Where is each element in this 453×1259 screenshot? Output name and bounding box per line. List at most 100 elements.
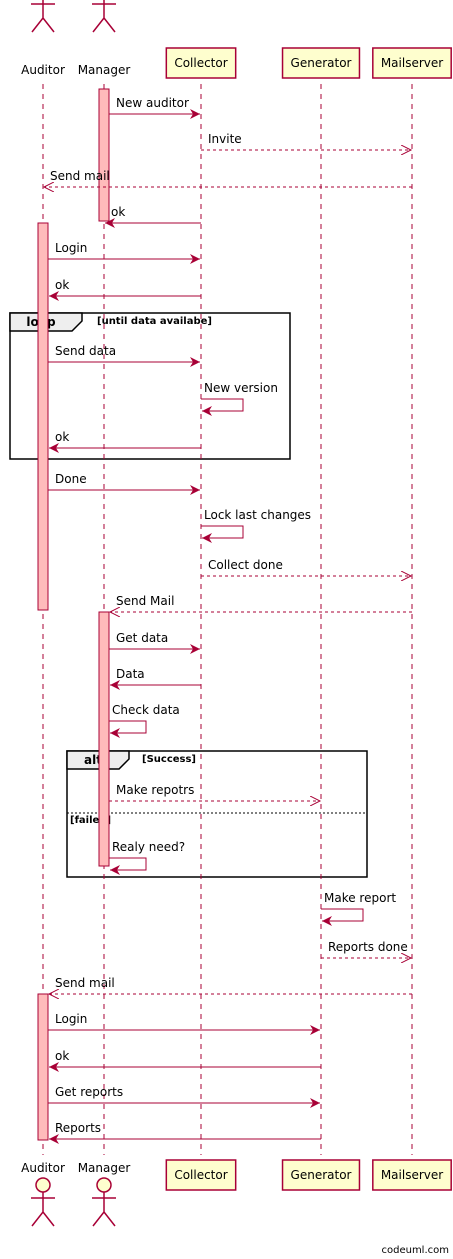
self-message-arrow [201, 525, 244, 543]
message-10: Done [48, 472, 200, 495]
message-label: Send data [55, 344, 116, 358]
actor-body [31, 1192, 55, 1227]
site-credit: codeuml.com [381, 1245, 449, 1256]
actor-head [96, 1177, 112, 1193]
message-label: Send mail [50, 169, 110, 183]
participant-box [372, 1159, 452, 1191]
activation-bar-auditor [37, 222, 49, 611]
actor-head [35, 1177, 51, 1193]
fragment-condition: [until data availabe] [97, 316, 212, 327]
actor-body [92, 1192, 116, 1227]
message-25: Reports [49, 1121, 321, 1144]
participant-label: Auditor [21, 1161, 65, 1175]
fragment-loop: loop[until data availabe] [9, 312, 291, 460]
participant-mailserver-top: Mailserver [372, 47, 452, 79]
message-3: Send mail [44, 169, 412, 187]
message-label: New version [204, 381, 278, 395]
message-2: Invite [201, 132, 411, 150]
message-19: Make report [321, 891, 396, 926]
message-8: New version [201, 381, 278, 416]
message-label: Get data [116, 631, 168, 645]
self-message-arrow [321, 908, 364, 926]
message-11: Lock last changes [201, 508, 311, 543]
participant-label: Generator [291, 1168, 352, 1182]
participant-collector-bottom: Collector [165, 1159, 237, 1191]
fragment-alt: alt [Success] [failed] [66, 750, 368, 878]
else-condition: [failed] [70, 815, 111, 826]
message-1: New auditor [109, 96, 200, 119]
message-label: Make report [324, 891, 396, 905]
participant-box [372, 47, 452, 79]
message-23: ok [49, 1049, 321, 1072]
participant-label: Collector [174, 1168, 227, 1182]
message-9: ok [49, 430, 201, 453]
activation-bar-manager [98, 611, 110, 867]
message-label: Collect done [208, 558, 283, 572]
message-17: Make repotrs [109, 783, 320, 801]
message-18: Realy need? [109, 840, 185, 875]
participant-label: Manager [78, 1161, 131, 1175]
actor-body [31, 0, 55, 33]
fragment-frame [9, 312, 291, 460]
participant-label: Collector [174, 56, 227, 70]
message-label: ok [55, 278, 69, 292]
participant-collector-top: Collector [165, 47, 237, 79]
message-label: ok [111, 205, 125, 219]
message-14: Get data [109, 631, 200, 654]
message-20: Reports done [321, 940, 411, 958]
participant-label: Auditor [21, 63, 65, 77]
activation-bar-manager [98, 88, 110, 222]
self-message-arrow [109, 857, 147, 875]
message-label: Send Mail [116, 594, 174, 608]
message-7: Send data [48, 344, 200, 367]
activation-bar-auditor [37, 993, 49, 1141]
participant-generator-bottom: Generator [281, 1159, 361, 1191]
message-label: Done [55, 472, 87, 486]
fragment-condition: [Success] [142, 754, 196, 765]
fragment-frame [66, 750, 368, 878]
message-label: Login [55, 1012, 87, 1026]
actor-auditor-bottom: Auditor [21, 1161, 65, 1227]
message-21: Send mail [49, 976, 412, 994]
message-12: Collect done [201, 558, 411, 576]
participant-box [281, 47, 361, 79]
actor-manager-top: Manager [78, 0, 131, 77]
message-label: Get reports [55, 1085, 123, 1099]
participant-generator-top: Generator [281, 47, 361, 79]
fragment-title-tab [66, 750, 130, 770]
participant-box [281, 1159, 361, 1191]
message-label: Login [55, 241, 87, 255]
message-label: Reports [55, 1121, 101, 1135]
message-16: Check data [109, 703, 180, 738]
message-22: Login [48, 1012, 320, 1035]
message-label: Realy need? [112, 840, 185, 854]
message-label: Reports done [328, 940, 408, 954]
message-label: Check data [112, 703, 180, 717]
message-label: Invite [208, 132, 242, 146]
message-15: Data [110, 667, 201, 690]
message-label: Send mail [55, 976, 115, 990]
participant-label: Generator [291, 56, 352, 70]
actor-body [92, 0, 116, 33]
message-24: Get reports [48, 1085, 320, 1108]
message-label: ok [55, 430, 69, 444]
message-label: New auditor [116, 96, 189, 110]
message-13: Send Mail [110, 594, 412, 612]
message-label: ok [55, 1049, 69, 1063]
participant-label: Manager [78, 63, 131, 77]
message-label: Make repotrs [116, 783, 194, 797]
actor-auditor-top: Auditor [21, 0, 65, 77]
fragment-keyword: alt [84, 753, 102, 767]
message-6: ok [49, 278, 201, 301]
message-label: Data [116, 667, 145, 681]
participant-mailserver-bottom: Mailserver [372, 1159, 452, 1191]
participant-label: Mailserver [381, 1168, 443, 1182]
participant-box [165, 47, 237, 79]
self-message-arrow [109, 720, 147, 738]
self-message-arrow [201, 398, 244, 416]
message-4: ok [105, 205, 201, 228]
participant-label: Mailserver [381, 56, 443, 70]
message-5: Login [48, 241, 200, 264]
participant-box [165, 1159, 237, 1191]
